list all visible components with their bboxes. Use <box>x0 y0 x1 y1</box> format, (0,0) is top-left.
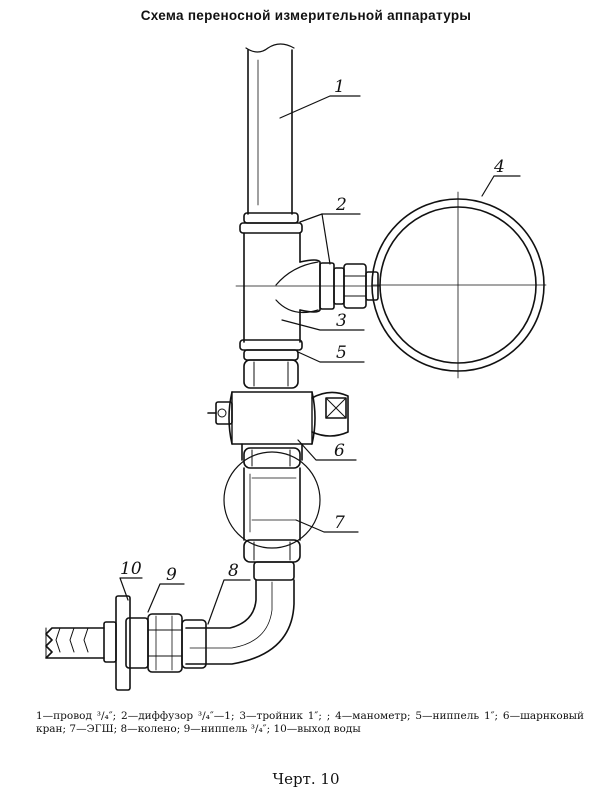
label-9: 9 <box>166 565 177 585</box>
egsh-unit <box>223 447 321 581</box>
label-1: 1 <box>334 77 345 97</box>
diagram-title: Схема переносной измерительной аппаратур… <box>140 8 472 23</box>
label-3: 3 <box>336 311 347 331</box>
label-10: 10 <box>120 559 142 579</box>
label-8: 8 <box>228 561 239 581</box>
manometer <box>371 191 547 379</box>
figure-caption: 1—провод ³/₄″; 2—диффузор ³/₄″—1; 3—трой… <box>36 710 584 735</box>
ball-valve <box>207 359 349 461</box>
water-outlet <box>45 595 149 691</box>
hose-pipe <box>245 43 295 215</box>
elbow <box>181 579 295 669</box>
diffuser <box>239 212 303 234</box>
label-5: 5 <box>336 343 347 363</box>
label-6: 6 <box>334 441 345 461</box>
label-2: 2 <box>335 195 347 215</box>
nipple-1in <box>239 339 303 361</box>
leader-lines <box>119 95 521 625</box>
nipple-3-4 <box>147 613 183 673</box>
label-4: 4 <box>493 157 505 177</box>
tee-fitting <box>235 232 381 343</box>
label-7: 7 <box>334 513 345 533</box>
figure-number: Черт. 10 <box>272 770 340 788</box>
